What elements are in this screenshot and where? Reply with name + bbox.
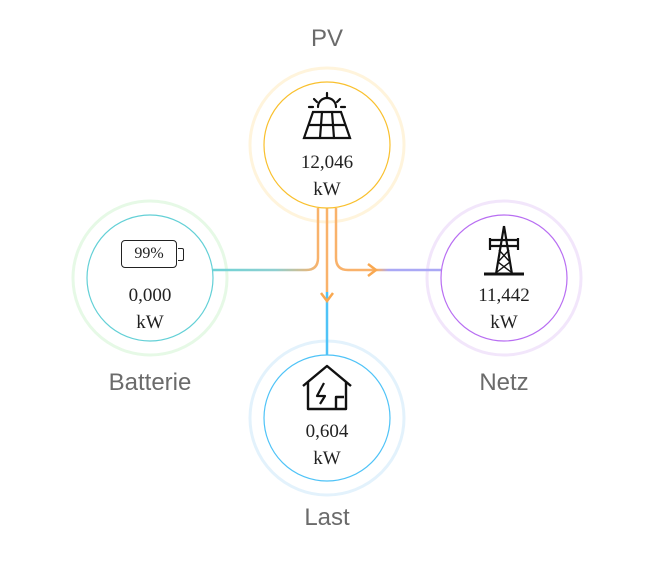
power-tower-icon	[484, 225, 524, 276]
pv-label: PV	[310, 25, 344, 52]
pv-value: 12,046 kW	[267, 149, 387, 203]
pv-power: 12,046	[300, 152, 354, 173]
load-label: Last	[304, 504, 350, 531]
battery-icon: 99%	[121, 240, 184, 268]
flow-pv-to-battery	[213, 208, 320, 272]
grid-label: Netz	[479, 369, 529, 396]
grid-circle[interactable]	[440, 214, 568, 342]
battery-label: Batterie	[108, 369, 192, 396]
arrow-grid-icon	[367, 263, 379, 277]
battery-unit: kW	[136, 312, 164, 333]
battery-value: 0,000 kW	[90, 282, 210, 336]
load-unit: kW	[313, 448, 341, 469]
pv-circle[interactable]	[263, 81, 391, 209]
load-power: 0,604	[305, 421, 349, 442]
grid-outer-ring	[425, 199, 583, 357]
battery-soc: 99%	[134, 245, 164, 262]
battery-circle[interactable]	[86, 214, 214, 342]
grid-power: 11,442	[478, 285, 530, 306]
load-circle[interactable]	[263, 354, 391, 482]
solar-panel-icon	[302, 91, 352, 140]
grid-unit: kW	[490, 312, 518, 333]
flow-pv-to-grid	[334, 208, 441, 272]
arrow-load-icon	[320, 292, 334, 304]
house-bolt-icon	[302, 364, 352, 411]
grid-value: 11,442 kW	[444, 282, 564, 336]
battery-outer-ring	[71, 199, 229, 357]
battery-power: 0,000	[128, 285, 172, 306]
pv-unit: kW	[313, 179, 341, 200]
load-value: 0,604 kW	[267, 418, 387, 472]
